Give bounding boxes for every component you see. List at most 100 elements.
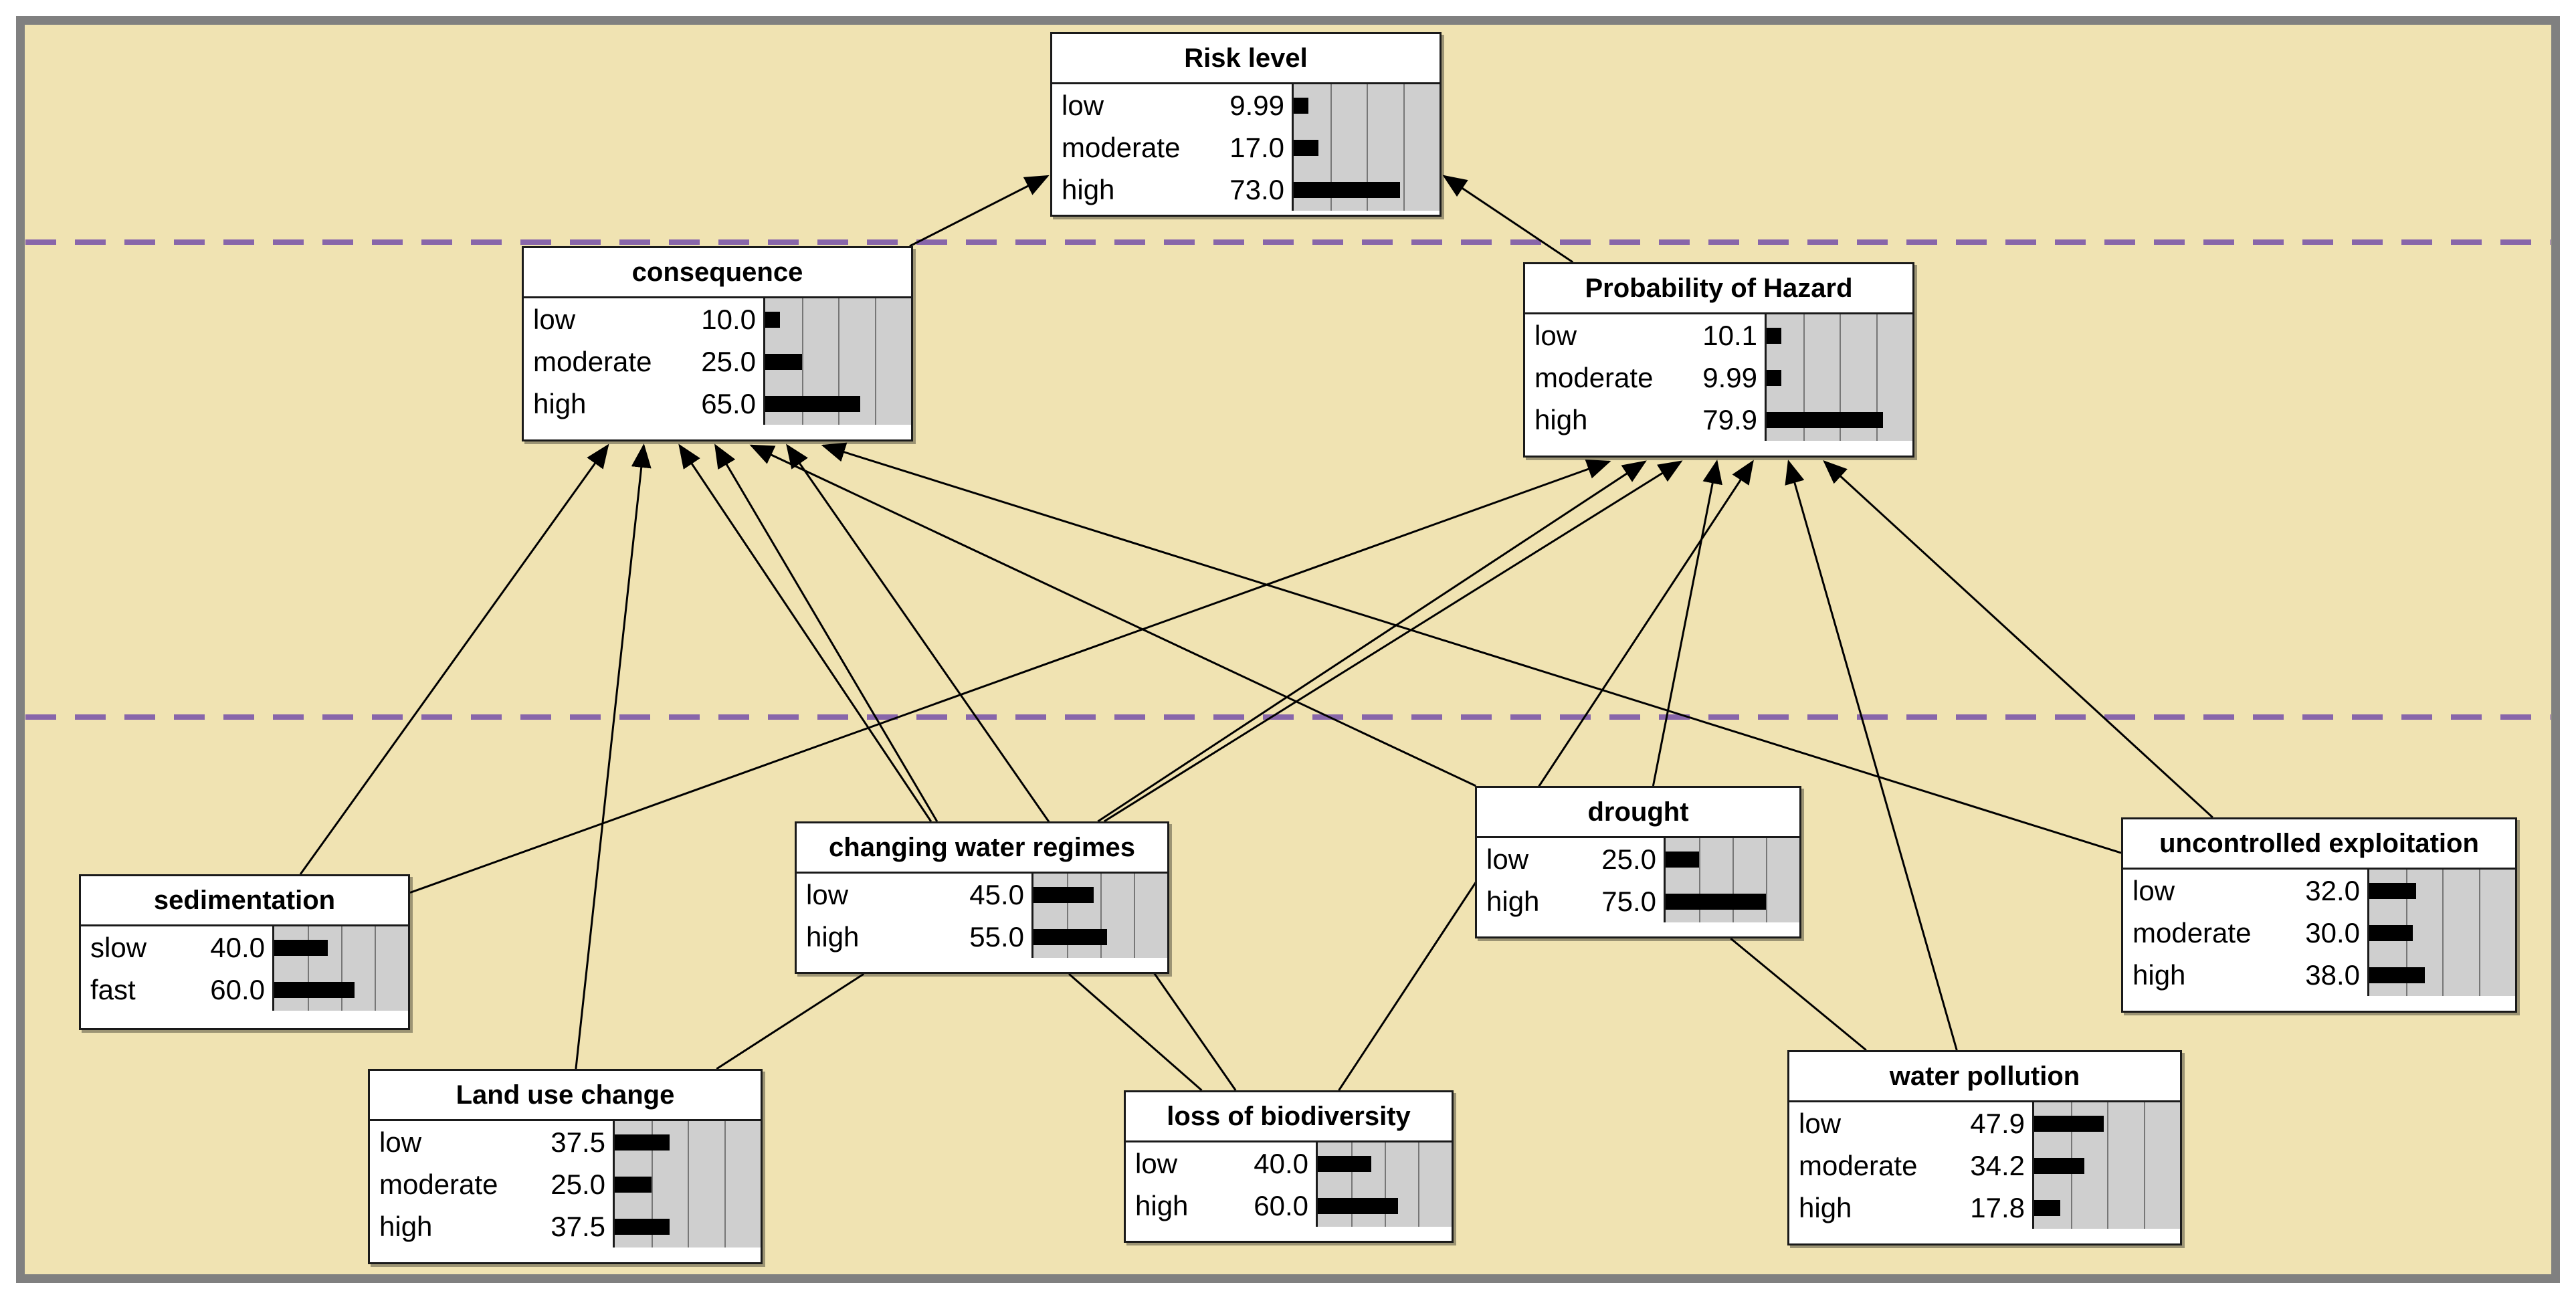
state-row: moderate 30.0: [2123, 912, 2515, 954]
node-title: consequence: [524, 248, 911, 298]
belief-bar: [2034, 1200, 2060, 1216]
state-value: 17.8: [1970, 1192, 2025, 1223]
state-label: low: [1062, 90, 1104, 121]
state-label: moderate: [1799, 1150, 1918, 1181]
belief-bar-area: [2032, 1102, 2180, 1229]
state-label: high: [1486, 886, 1540, 917]
bar-gridline: [1067, 874, 1068, 958]
state-value: 37.5: [551, 1126, 605, 1158]
state-value: 60.0: [210, 974, 265, 1005]
state-value: 17.0: [1229, 132, 1284, 163]
state-label: high: [379, 1211, 433, 1242]
state-label: high: [1062, 174, 1115, 205]
state-value: 65.0: [701, 388, 756, 419]
bar-gridline: [375, 926, 376, 1011]
state-label: low: [806, 879, 849, 910]
node-title: water pollution: [1789, 1052, 2180, 1102]
state-label: high: [2133, 959, 2186, 991]
belief-bar: [1033, 887, 1094, 903]
state-label: high: [1135, 1190, 1189, 1221]
state-row: high 37.5: [370, 1205, 761, 1247]
state-label: high: [1799, 1192, 1852, 1223]
belief-bar-area: [1031, 874, 1167, 958]
belief-bar: [1666, 852, 1699, 868]
bar-gridline: [874, 298, 876, 425]
edge-pollution-to-hazard: [1785, 460, 1958, 1051]
state-value: 60.0: [1254, 1190, 1308, 1221]
bar-gridline: [1351, 1142, 1353, 1227]
bar-gridline: [2107, 1102, 2108, 1229]
edge-drought-to-pollution: [1730, 937, 1867, 1052]
node-title: Land use change: [370, 1071, 761, 1121]
bar-gridline: [801, 298, 803, 425]
state-label: moderate: [1534, 362, 1654, 393]
belief-bar: [2369, 925, 2413, 941]
state-value: 30.0: [2305, 917, 2360, 948]
state-value: 10.1: [1702, 320, 1757, 351]
bar-gridline: [1876, 314, 1878, 441]
state-label: high: [533, 388, 587, 419]
edge-sedimentation-to-consequence: [299, 443, 609, 875]
bar-gridline: [1403, 84, 1405, 211]
belief-bar: [1767, 412, 1884, 428]
state-label: moderate: [533, 346, 652, 377]
state-value: 40.0: [1254, 1148, 1308, 1179]
belief-bar-area: [1765, 314, 1912, 441]
state-value: 73.0: [1229, 174, 1284, 205]
belief-bar: [1318, 1198, 1398, 1214]
belief-bar-area: [1316, 1142, 1452, 1227]
node-title: uncontrolled exploitation: [2123, 819, 2515, 870]
belief-bar: [274, 982, 355, 998]
bar-gridline: [1699, 838, 1700, 922]
bar-gridline: [1330, 84, 1332, 211]
belief-bar: [2034, 1116, 2104, 1132]
belief-bar: [1294, 140, 1319, 156]
state-value: 37.5: [551, 1211, 605, 1242]
state-value: 32.0: [2305, 875, 2360, 906]
state-value: 47.9: [1970, 1108, 2025, 1139]
state-row: high 73.0: [1052, 169, 1440, 211]
state-value: 25.0: [701, 346, 756, 377]
belief-bar: [1294, 182, 1401, 198]
belief-bar-area: [763, 298, 911, 425]
state-label: moderate: [2133, 917, 2252, 948]
belief-bar: [1318, 1156, 1371, 1172]
state-label: moderate: [1062, 132, 1181, 163]
state-label: low: [1799, 1108, 1842, 1139]
state-label: fast: [90, 974, 136, 1005]
node-title: Risk level: [1052, 34, 1440, 84]
edge-biodiversity-to-hazard: [1338, 460, 1754, 1091]
node-title: drought: [1477, 788, 1799, 838]
belief-bar: [765, 312, 780, 328]
belief-bar: [274, 940, 328, 956]
state-label: slow: [90, 932, 147, 963]
